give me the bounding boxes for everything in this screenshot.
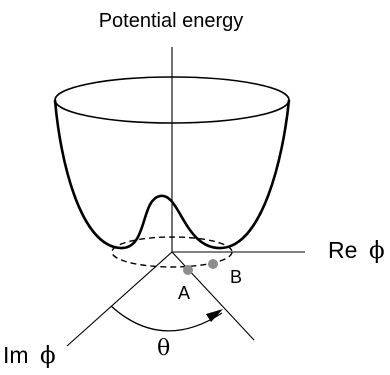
im-axis-label: Im [3,342,29,368]
point-b-marker [208,259,218,269]
re-phi-symbol: ϕ [369,238,385,264]
im-axis [67,252,172,346]
point-a-marker [183,265,193,275]
point-b-label: B [230,267,242,287]
point-a-label: A [178,283,190,303]
title-label: Potential energy [99,10,244,32]
im-phi-symbol: ϕ [40,343,56,369]
re-axis-label: Re [328,237,357,263]
theta-label: θ [157,336,170,361]
theta-arc [111,306,222,331]
